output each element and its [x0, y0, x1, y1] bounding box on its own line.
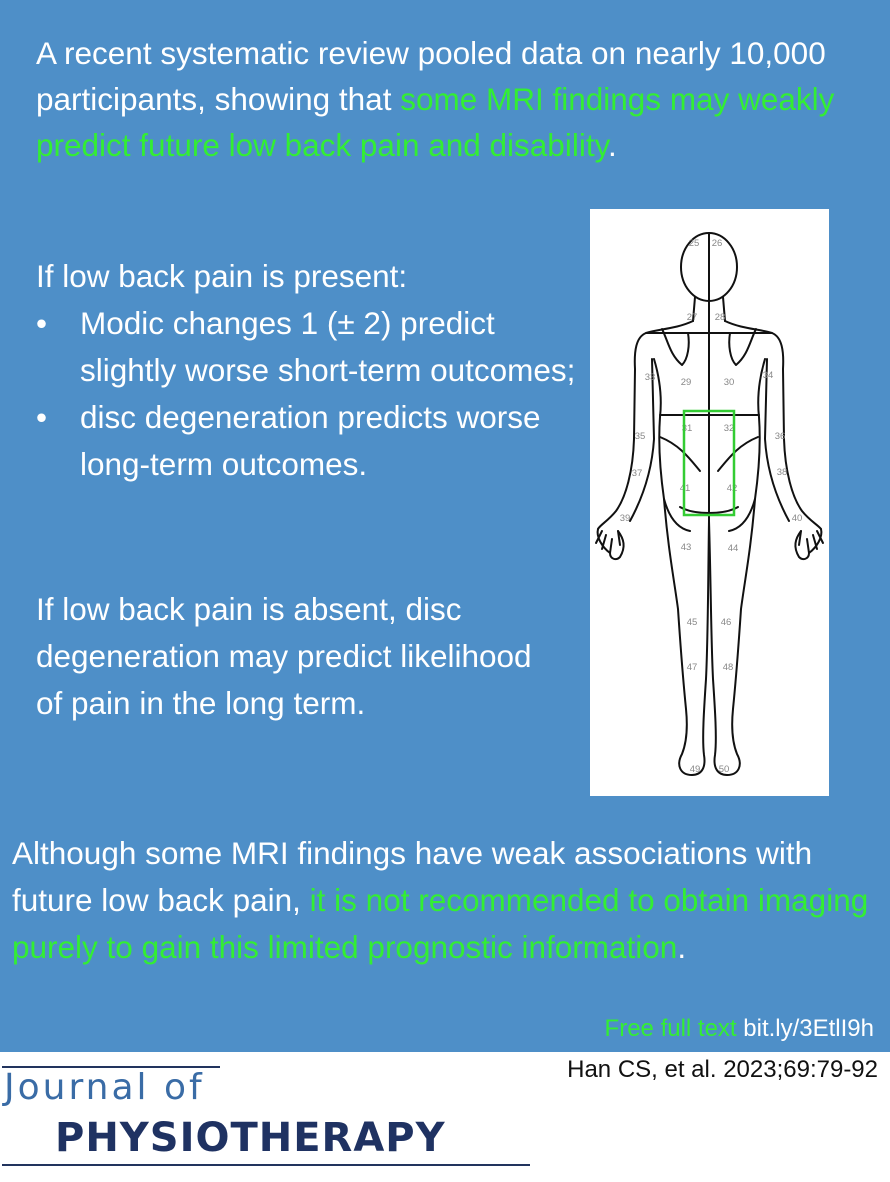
- conclusion-end: .: [677, 929, 687, 965]
- region-number: 28: [715, 312, 726, 323]
- bullet-icon: •: [36, 305, 48, 341]
- logo-rule-top: [2, 1066, 220, 1068]
- conclusion-highlight: it is not recommended to obtain imaging …: [12, 882, 869, 965]
- region-number: 35: [635, 431, 646, 442]
- pain-present-heading: If low back pain is present:: [36, 258, 408, 294]
- list-item: • disc degeneration predicts worse long-t…: [36, 394, 576, 488]
- bullet-text: disc degeneration predicts worse long-te…: [80, 399, 541, 482]
- lumbar-highlight-box: [682, 409, 736, 517]
- pain-absent-paragraph: If low back pain is absent, disc degener…: [36, 591, 532, 721]
- region-number: 45: [687, 617, 698, 628]
- body-chart-figure: 25 26 27 28 29 30 31 32 33 34 35 36 37 3…: [590, 209, 829, 796]
- intro-highlight: some MRI findings may weakly predict fut…: [36, 81, 835, 163]
- region-number: 37: [632, 468, 643, 479]
- journal-of-label: Journal of: [4, 1067, 205, 1108]
- region-number: 38: [777, 467, 788, 478]
- region-number: 30: [724, 377, 735, 388]
- intro-text: A recent systematic review pooled data o…: [36, 35, 826, 117]
- region-number: 46: [721, 617, 732, 628]
- region-number: 32: [724, 423, 735, 434]
- region-number: 43: [681, 542, 692, 553]
- region-number: 29: [681, 377, 692, 388]
- region-number: 25: [689, 238, 700, 249]
- body-chart-illustration: 25 26 27 28 29 30 31 32 33 34 35 36 37 3…: [595, 232, 824, 776]
- conclusion-paragraph: Although some MRI findings have weak ass…: [12, 830, 872, 971]
- pain-present-list: • Modic changes 1 (± 2) predict slightly …: [36, 300, 576, 488]
- region-number: 31: [682, 423, 693, 434]
- region-number: 34: [763, 370, 774, 381]
- full-text-link[interactable]: bit.ly/3EtlI9h: [743, 1015, 874, 1042]
- region-number: 36: [775, 431, 786, 442]
- list-item: • Modic changes 1 (± 2) predict slightly …: [36, 300, 576, 394]
- region-number: 47: [687, 662, 698, 673]
- journal-name: PHYSIOTHERAPY: [55, 1115, 446, 1161]
- bullet-text: Modic changes 1 (± 2) predict slightly w…: [80, 305, 576, 388]
- region-number: 39: [620, 513, 631, 524]
- region-number: 26: [712, 238, 723, 249]
- logo-rule-bottom: [2, 1164, 530, 1166]
- region-number: 40: [792, 513, 803, 524]
- region-number: 44: [728, 543, 739, 554]
- intro-paragraph: A recent systematic review pooled data o…: [36, 30, 866, 168]
- citation: Han CS, et al. 2023;69:79-92: [567, 1056, 878, 1083]
- region-number: 48: [723, 662, 734, 673]
- region-number: 50: [719, 764, 730, 775]
- region-number: 27: [687, 312, 698, 323]
- intro-end: .: [607, 127, 617, 163]
- free-full-text: Free full text bit.ly/3EtlI9h: [605, 1012, 874, 1046]
- conclusion-text: Although some MRI findings have weak ass…: [12, 835, 813, 918]
- region-number: 33: [645, 372, 656, 383]
- free-full-text-label: Free full text: [604, 1015, 737, 1042]
- bullet-icon: •: [36, 399, 48, 435]
- region-number: 49: [690, 764, 701, 775]
- region-number: 42: [727, 483, 738, 494]
